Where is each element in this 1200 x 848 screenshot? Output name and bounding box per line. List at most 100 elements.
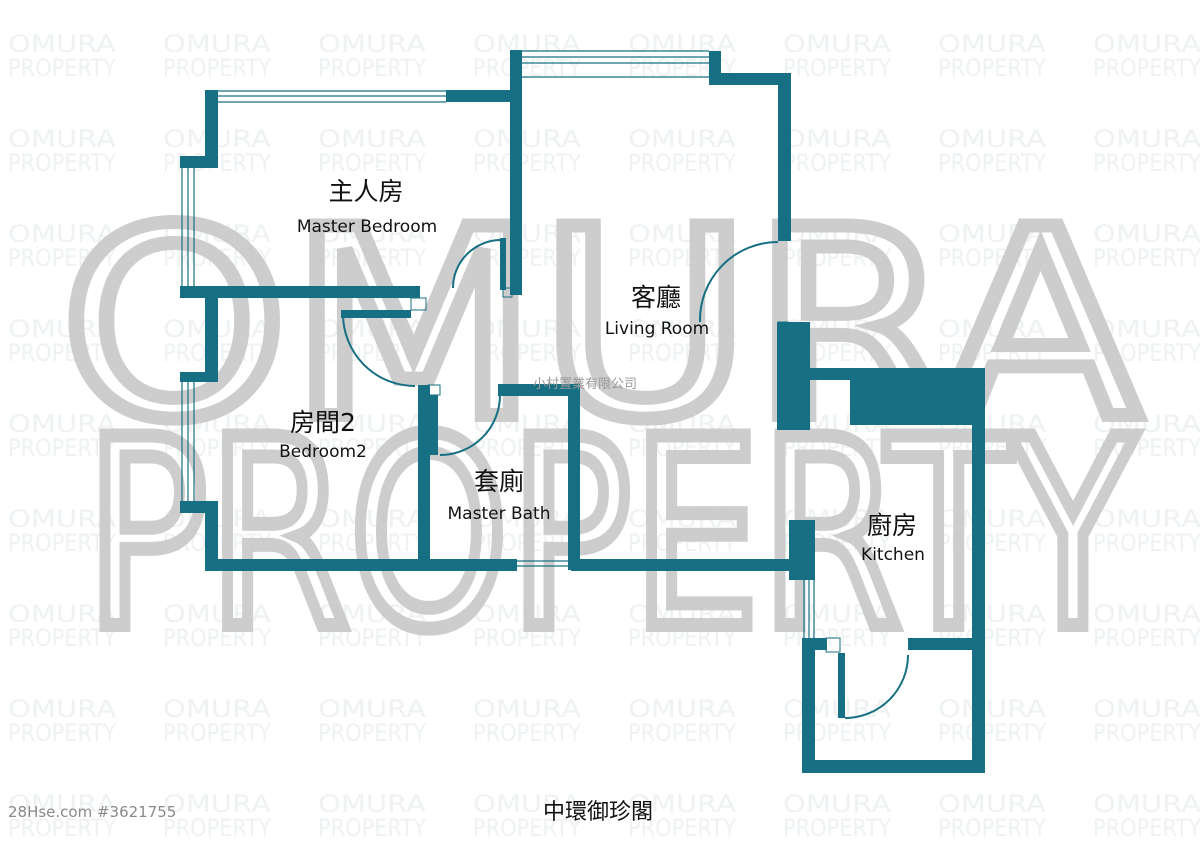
room-label-master-bath: 套廁 Master Bath (448, 467, 551, 524)
windows (181, 50, 815, 638)
svg-text:OMURA: OMURA (938, 790, 1047, 818)
svg-text:OMURA: OMURA (163, 410, 272, 438)
svg-text:OMURA: OMURA (628, 220, 737, 248)
svg-text:房間2: 房間2 (290, 408, 356, 437)
svg-text:OMURA: OMURA (1093, 695, 1200, 723)
svg-text:PROPERTY: PROPERTY (783, 719, 891, 747)
room-label-kitchen: 廚房 Kitchen (861, 511, 925, 565)
svg-text:PROPERTY: PROPERTY (318, 624, 426, 652)
big-watermark: OMURA PROPERTY (53, 168, 1148, 694)
svg-text:PROPERTY: PROPERTY (628, 434, 736, 462)
svg-text:OMURA: OMURA (783, 695, 892, 723)
svg-text:PROPERTY: PROPERTY (783, 54, 891, 82)
svg-text:OMURA: OMURA (8, 695, 117, 723)
svg-text:PROPERTY: PROPERTY (783, 149, 891, 177)
svg-text:OMURA: OMURA (473, 125, 582, 153)
svg-text:OMURA: OMURA (318, 695, 427, 723)
svg-text:OMURA: OMURA (60, 175, 1141, 477)
svg-text:PROPERTY: PROPERTY (318, 719, 426, 747)
svg-text:OMURA: OMURA (1093, 30, 1200, 58)
svg-text:Master Bath: Master Bath (448, 504, 551, 524)
svg-text:PROPERTY: PROPERTY (473, 529, 581, 557)
svg-text:PROPERTY: PROPERTY (938, 719, 1046, 747)
svg-text:OMURA: OMURA (938, 220, 1047, 248)
svg-text:PROPERTY: PROPERTY (628, 149, 736, 177)
svg-text:PROPERTY: PROPERTY (628, 244, 736, 272)
svg-text:PROPERTY: PROPERTY (628, 339, 736, 367)
svg-text:OMURA: OMURA (8, 790, 117, 818)
building-name: 中環御珍閣 (543, 800, 654, 825)
svg-text:PROPERTY: PROPERTY (938, 434, 1046, 462)
company-watermark: 小村置業有限公司 (533, 376, 637, 392)
svg-text:OMURA: OMURA (783, 790, 892, 818)
svg-text:PROPERTY: PROPERTY (473, 149, 581, 177)
svg-text:OMURA: OMURA (1093, 600, 1200, 628)
svg-text:PROPERTY: PROPERTY (8, 244, 116, 272)
svg-text:OMURA: OMURA (783, 30, 892, 58)
svg-text:OMURA: OMURA (628, 695, 737, 723)
svg-text:PROPERTY: PROPERTY (938, 814, 1046, 842)
svg-text:OMURA: OMURA (8, 30, 117, 58)
svg-text:OMURA: OMURA (473, 695, 582, 723)
svg-text:PROPERTY: PROPERTY (628, 624, 736, 652)
svg-text:PROPERTY: PROPERTY (318, 434, 426, 462)
svg-text:OMURA: OMURA (938, 600, 1047, 628)
svg-text:OMURA: OMURA (318, 505, 427, 533)
room-label-master-bedroom: 主人房 Master Bedroom (297, 177, 437, 237)
svg-text:OMURA: OMURA (628, 600, 737, 628)
svg-text:PROPERTY: PROPERTY (163, 434, 271, 462)
svg-text:OMURA: OMURA (1093, 790, 1200, 818)
svg-text:PROPERTY: PROPERTY (938, 339, 1046, 367)
svg-text:OMURA: OMURA (8, 315, 117, 343)
svg-text:PROPERTY: PROPERTY (1093, 814, 1200, 842)
svg-text:OMURA: OMURA (1093, 410, 1200, 438)
svg-text:PROPERTY: PROPERTY (1093, 434, 1200, 462)
svg-text:PROPERTY: PROPERTY (473, 814, 581, 842)
svg-text:PROPERTY: PROPERTY (783, 814, 891, 842)
svg-text:OMURA: OMURA (163, 695, 272, 723)
svg-text:OMURA: OMURA (473, 505, 582, 533)
svg-text:PROPERTY: PROPERTY (318, 814, 426, 842)
svg-text:OMURA: OMURA (628, 505, 737, 533)
svg-text:OMURA: OMURA (8, 220, 117, 248)
svg-text:PROPERTY: PROPERTY (628, 529, 736, 557)
svg-text:PROPERTY: PROPERTY (783, 434, 891, 462)
svg-text:OMURA: OMURA (8, 505, 117, 533)
room-label-bedroom2: 房間2 Bedroom2 (279, 408, 367, 462)
svg-text:PROPERTY: PROPERTY (1093, 624, 1200, 652)
svg-text:PROPERTY: PROPERTY (318, 54, 426, 82)
svg-text:OMURA: OMURA (318, 125, 427, 153)
svg-text:PROPERTY: PROPERTY (8, 624, 116, 652)
svg-text:OMURA: OMURA (163, 600, 272, 628)
svg-text:Master Bedroom: Master Bedroom (297, 217, 437, 237)
svg-text:PROPERTY: PROPERTY (8, 434, 116, 462)
svg-text:PROPERTY: PROPERTY (163, 719, 271, 747)
svg-text:OMURA: OMURA (1093, 315, 1200, 343)
svg-text:OMURA: OMURA (318, 315, 427, 343)
svg-text:PROPERTY: PROPERTY (473, 339, 581, 367)
svg-text:OMURA: OMURA (1093, 125, 1200, 153)
svg-text:PROPERTY: PROPERTY (318, 339, 426, 367)
svg-text:PROPERTY: PROPERTY (938, 244, 1046, 272)
svg-text:套廁: 套廁 (474, 467, 524, 496)
svg-text:OMURA: OMURA (628, 790, 737, 818)
svg-text:PROPERTY: PROPERTY (473, 624, 581, 652)
svg-text:OMURA: OMURA (783, 220, 892, 248)
svg-text:PROPERTY: PROPERTY (473, 434, 581, 462)
doors (342, 239, 909, 719)
svg-text:客廳: 客廳 (631, 283, 681, 312)
svg-text:Living Room: Living Room (605, 319, 709, 339)
room-label-living-room: 客廳 Living Room (605, 283, 709, 339)
svg-text:OMURA: OMURA (628, 410, 737, 438)
svg-text:OMURA: OMURA (628, 125, 737, 153)
svg-text:OMURA: OMURA (473, 30, 582, 58)
svg-text:PROPERTY: PROPERTY (163, 54, 271, 82)
svg-text:OMURA: OMURA (163, 30, 272, 58)
svg-text:PROPERTY: PROPERTY (163, 814, 271, 842)
svg-text:OMURA: OMURA (163, 790, 272, 818)
svg-text:OMURA: OMURA (628, 315, 737, 343)
svg-text:PROPERTY: PROPERTY (473, 719, 581, 747)
svg-text:OMURA: OMURA (473, 790, 582, 818)
svg-text:PROPERTY: PROPERTY (473, 54, 581, 82)
